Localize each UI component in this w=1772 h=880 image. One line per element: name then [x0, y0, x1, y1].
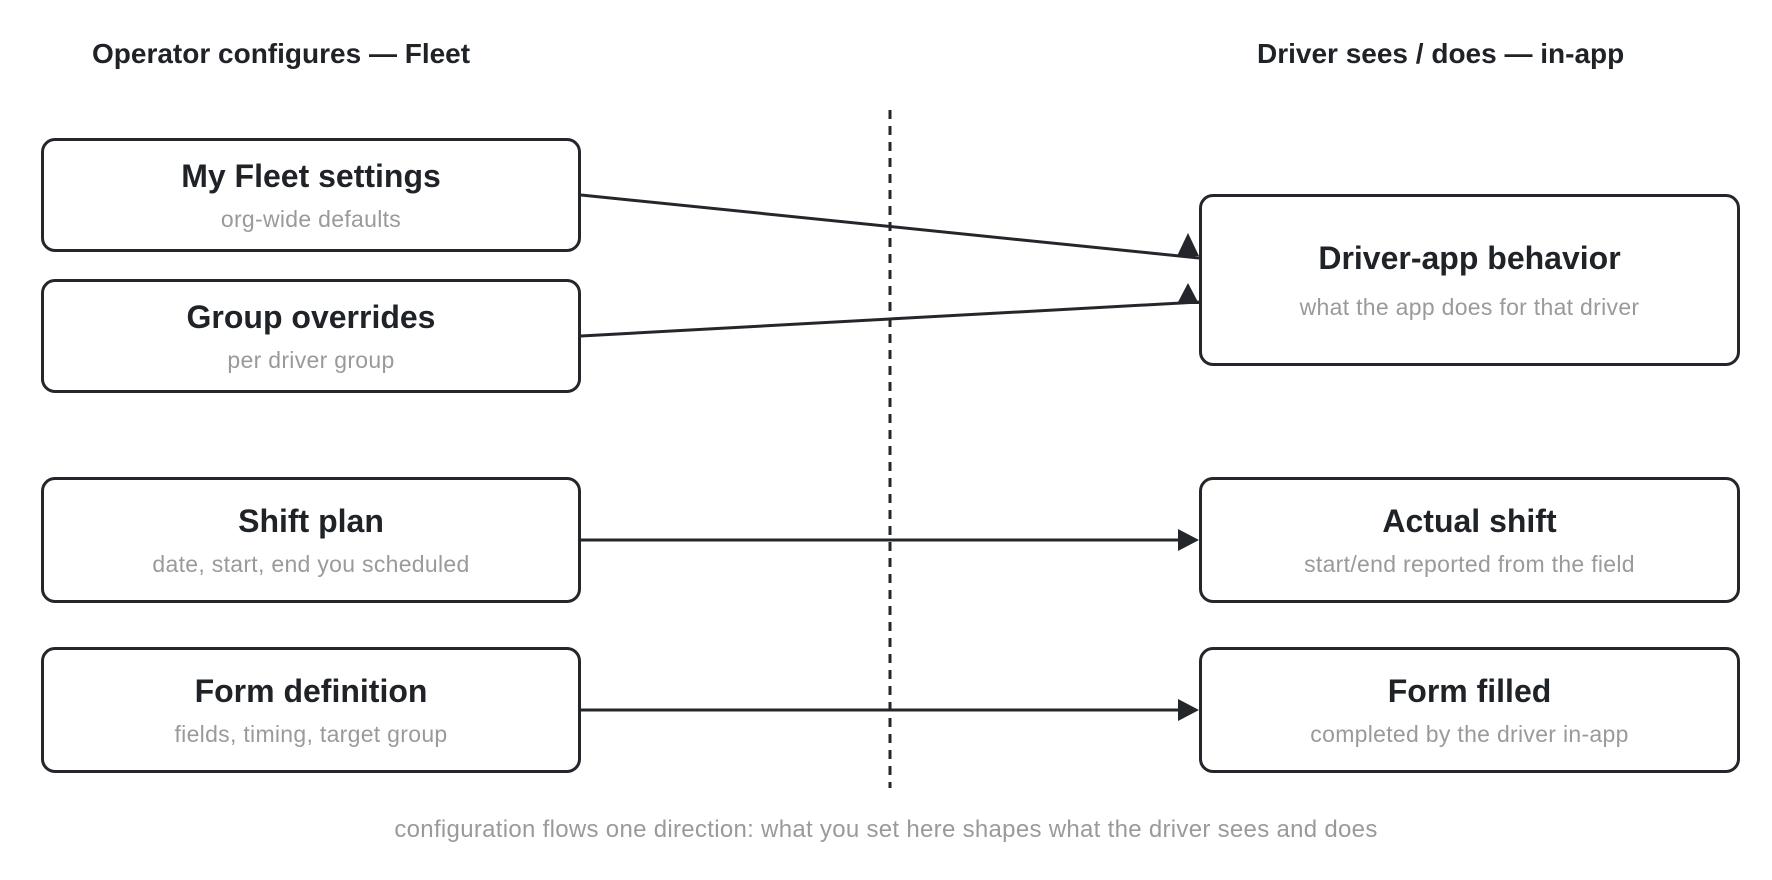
node-title: Group overrides: [186, 299, 436, 335]
edge-group-overrides-to-driver-behavior: [580, 283, 1200, 338]
node-title: Driver-app behavior: [1318, 240, 1621, 276]
node-form-definition: Form definition fields, timing, target g…: [41, 647, 581, 773]
driver-column-heading: Driver sees / does — in-app: [1257, 38, 1625, 69]
node-my-fleet-settings: My Fleet settings org-wide defaults: [41, 138, 581, 252]
arrowhead: [1178, 529, 1199, 551]
node-subtitle: org-wide defaults: [220, 206, 402, 232]
node-subtitle: start/end reported from the field: [1304, 551, 1635, 577]
node-subtitle: fields, timing, target group: [174, 721, 448, 747]
node-group-overrides: Group overrides per driver group: [41, 279, 581, 393]
node-subtitle: completed by the driver in-app: [1310, 721, 1629, 747]
node-subtitle: per driver group: [227, 347, 395, 373]
node-driver-app-behavior: Driver-app behavior what the app does fo…: [1199, 194, 1740, 366]
node-subtitle: what the app does for that driver: [1299, 294, 1640, 320]
node-shift-plan: Shift plan date, start, end you schedule…: [41, 477, 581, 603]
node-form-filled: Form filled completed by the driver in-a…: [1199, 647, 1740, 773]
node-title: Form definition: [194, 673, 428, 709]
node-title: Form filled: [1387, 673, 1552, 709]
node-title: My Fleet settings: [181, 158, 441, 194]
edge-fleet-settings-to-driver-behavior: [580, 193, 1200, 260]
operator-column-heading: Operator configures — Fleet: [92, 38, 471, 69]
node-actual-shift: Actual shift start/end reported from the…: [1199, 477, 1740, 603]
node-title: Shift plan: [238, 503, 384, 539]
edge-shift-plan-to-actual-shift: [581, 529, 1199, 551]
arrowhead: [1178, 699, 1199, 721]
node-subtitle: date, start, end you scheduled: [152, 551, 470, 577]
node-title: Actual shift: [1382, 503, 1557, 539]
arrowhead: [1177, 233, 1199, 256]
edge-form-definition-to-form-filled: [581, 699, 1199, 721]
arrowhead: [1177, 283, 1199, 304]
footer-caption: configuration flows one direction: what …: [394, 816, 1378, 843]
